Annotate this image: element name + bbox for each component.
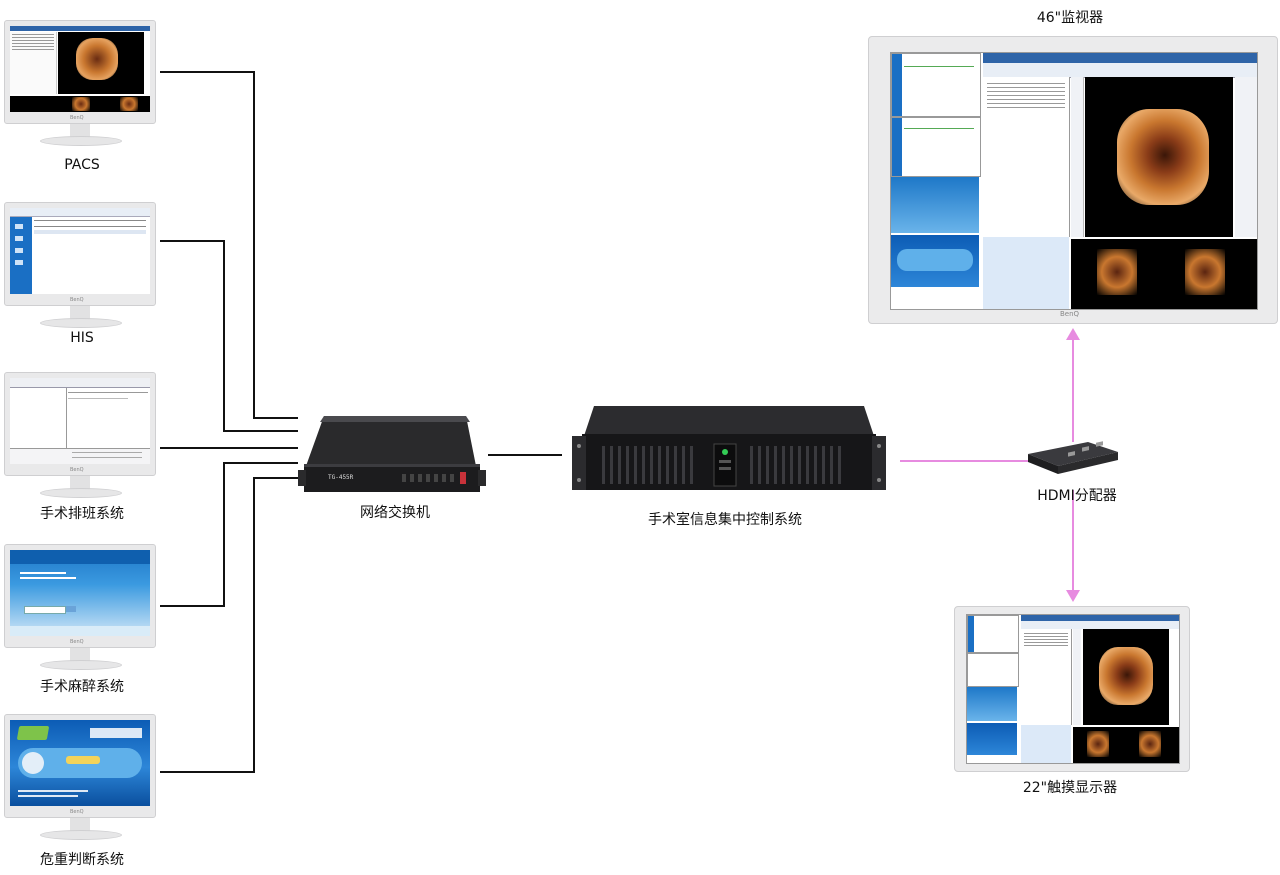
monitor-brand: BenQ — [70, 297, 84, 303]
monitor-22in-screen — [966, 614, 1180, 764]
arrow-up-icon — [1066, 328, 1080, 340]
hdmi-splitter — [1024, 440, 1120, 476]
monitor-his: BenQ — [4, 202, 156, 332]
label-anesthesia: 手术麻醉系统 — [40, 679, 124, 695]
monitor-46in: BenQ — [868, 36, 1278, 324]
wire-his — [223, 430, 298, 432]
wire-critical — [160, 771, 255, 773]
wire-pacs — [160, 71, 255, 73]
switch-model-text: TG-455R — [328, 474, 354, 481]
monitor-surgery-scheduling: BenQ — [4, 372, 156, 502]
wire-critical — [253, 477, 255, 773]
scheduling-screen — [10, 378, 150, 464]
monitor-brand: BenQ — [1060, 310, 1080, 318]
wire-switch-server — [488, 454, 562, 456]
wire-critical — [253, 477, 298, 479]
hdmi-link-server-splitter — [900, 460, 1028, 462]
monitor-brand: BenQ — [70, 115, 84, 121]
label-hdmi-splitter: HDMI分配器 — [1037, 488, 1117, 504]
arrow-down-icon — [1066, 590, 1080, 602]
wire-anesthesia — [223, 462, 225, 607]
critical-screen — [10, 720, 150, 806]
endoscope-image — [1117, 109, 1209, 205]
network-switch: TG-455R — [298, 412, 488, 496]
wire-anesthesia — [223, 462, 298, 464]
his-screen — [10, 208, 150, 294]
wire-anesthesia — [160, 605, 225, 607]
monitor-46in-screen — [890, 52, 1258, 310]
label-control-server: 手术室信息集中控制系统 — [648, 512, 802, 528]
monitor-brand: BenQ — [70, 639, 84, 645]
label-monitor-22: 22"触摸显示器 — [1022, 780, 1118, 796]
anesthesia-screen — [10, 550, 150, 636]
control-server — [572, 404, 886, 496]
label-his: HIS — [70, 330, 94, 346]
monitor-brand: BenQ — [70, 467, 84, 473]
label-critical-assessment: 危重判断系统 — [40, 852, 124, 868]
pacs-screen — [10, 26, 150, 112]
monitor-critical-assessment: BenQ — [4, 714, 156, 844]
wire-pacs — [253, 417, 298, 419]
wire-scheduling — [160, 447, 298, 449]
wire-his — [160, 240, 225, 242]
label-network-switch: 网络交换机 — [360, 505, 430, 521]
label-surgery-scheduling: 手术排班系统 — [40, 506, 124, 522]
monitor-pacs: BenQ — [4, 20, 156, 150]
monitor-brand: BenQ — [70, 809, 84, 815]
monitor-22in — [954, 606, 1190, 772]
hdmi-link-to-22in — [1072, 490, 1074, 594]
label-monitor-46: 46"监视器 — [1036, 10, 1104, 26]
monitor-anesthesia: BenQ — [4, 544, 156, 674]
wire-his — [223, 240, 225, 432]
hdmi-link-to-46in — [1072, 336, 1074, 442]
label-pacs: PACS — [64, 157, 100, 173]
wire-pacs — [253, 71, 255, 419]
